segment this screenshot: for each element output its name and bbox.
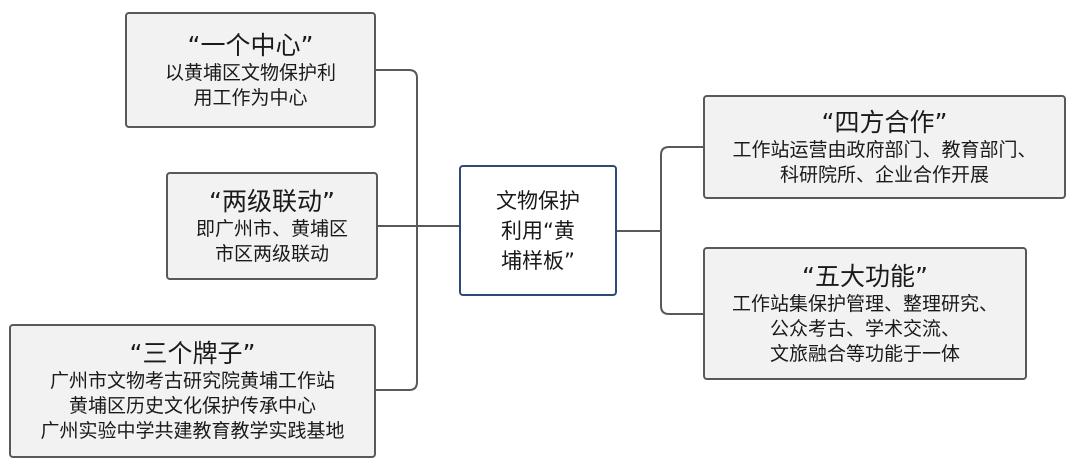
node-text-line: 广州市文物考古研究院黄埔工作站: [49, 370, 335, 392]
center-node: 文物保护 利用“黄 埔样板”: [459, 165, 617, 296]
node-title: “一个中心”: [187, 30, 314, 60]
connector-three-signs: [376, 226, 418, 391]
connector-one-center: [376, 69, 418, 229]
connector-four-party: [660, 146, 703, 231]
node-text-line: 黄埔区历史文化保护传承中心: [68, 395, 316, 417]
center-line-3: 埔样板”: [501, 248, 575, 273]
node-text-line: 以黄埔区文物保护利: [164, 61, 336, 84]
center-line-2: 利用“黄: [501, 218, 575, 243]
node-three-signs: “三个牌子” 广州市文物考古研究院黄埔工作站 黄埔区历史文化保护传承中心 广州实…: [9, 324, 376, 458]
node-text-line: 工作站集保护管理、整理研究、: [731, 292, 998, 315]
node-four-party: “四方合作” 工作站运营由政府部门、教育部门、 科研院所、企业合作开展: [703, 95, 1066, 199]
node-text-line: 工作站运营由政府部门、教育部门、: [732, 138, 1037, 161]
node-title: “四方合作”: [821, 107, 948, 137]
node-five-functions: “五大功能” 工作站集保护管理、整理研究、 公众考古、学术交流、 文旅融合等功能…: [703, 247, 1027, 380]
node-one-center: “一个中心” 以黄埔区文物保护利 用工作为中心: [125, 12, 376, 128]
node-text-line: 科研院所、企业合作开展: [779, 163, 989, 186]
node-title: “三个牌子”: [129, 339, 256, 368]
node-text-line: 文旅融合等功能于一体: [769, 342, 960, 365]
node-text-line: 用工作为中心: [193, 86, 308, 109]
node-title: “两级联动”: [209, 186, 335, 216]
center-line-1: 文物保护: [496, 188, 580, 213]
node-text-line: 市区两级联动: [214, 242, 329, 265]
node-text-line: 即广州市、黄埔区: [195, 217, 348, 240]
node-text-line: 广州实验中学共建教育教学实践基地: [40, 420, 345, 442]
node-two-level: “两级联动” 即广州市、黄埔区 市区两级联动: [166, 172, 378, 280]
connector-five-functions: [660, 231, 703, 315]
node-title: “五大功能”: [802, 261, 928, 291]
node-text-line: 公众考古、学术交流、: [769, 317, 960, 340]
